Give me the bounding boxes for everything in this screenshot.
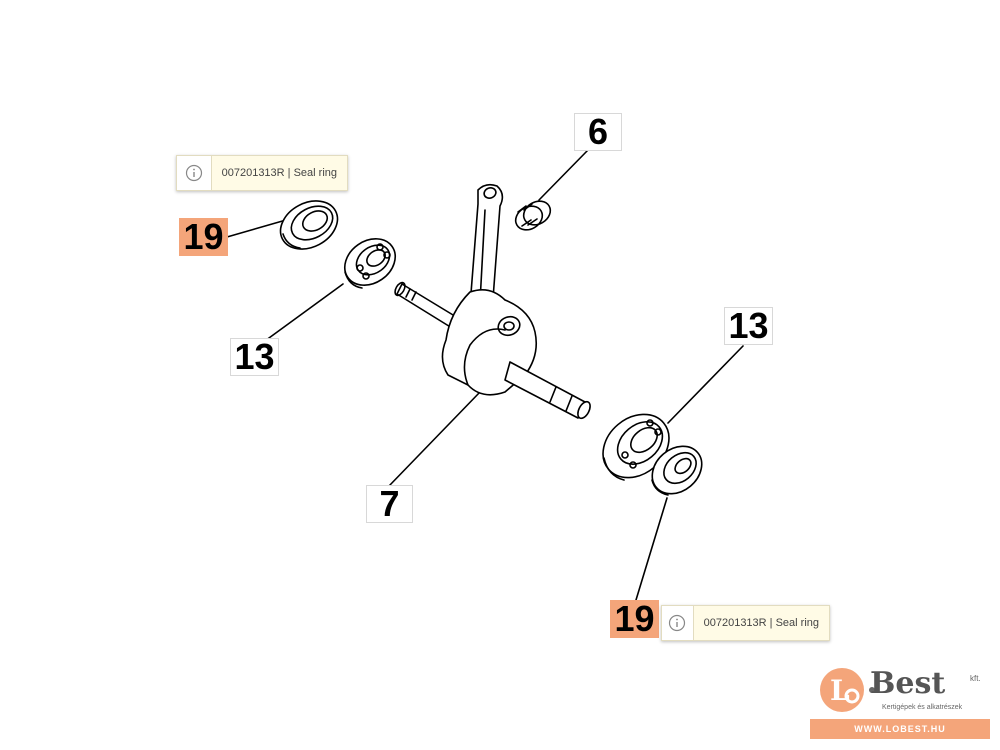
callout-6[interactable]: 6 (574, 113, 622, 151)
logo-kft: kft. (970, 674, 981, 683)
part-tooltip-bottom: 007201313R | Seal ring (661, 605, 830, 641)
part-tooltip-top: 007201313R | Seal ring (176, 155, 348, 191)
callout-19-top[interactable]: 19 (179, 218, 228, 256)
lo-best-logo[interactable]: L Best kft. Kertigépek és alkatrészek WW… (810, 662, 990, 742)
logo-url[interactable]: WWW.LOBEST.HU (810, 719, 990, 739)
crankshaft[interactable] (393, 183, 593, 421)
logo-name: Best (870, 666, 946, 701)
svg-text:L: L (830, 674, 850, 707)
info-icon (662, 606, 694, 640)
seal-ring-top[interactable] (272, 191, 346, 258)
bearing-left[interactable] (336, 229, 404, 294)
info-icon (177, 156, 212, 190)
callout-13-right[interactable]: 13 (724, 307, 773, 345)
tooltip-text: 007201313R | Seal ring (221, 167, 337, 179)
callout-7[interactable]: 7 (366, 485, 413, 523)
tooltip-text: 007201313R | Seal ring (703, 617, 819, 629)
callout-19-bottom[interactable]: 19 (610, 600, 659, 638)
leader-lines (226, 149, 744, 601)
lo-logo-mark: L (820, 668, 875, 712)
callout-13-left[interactable]: 13 (230, 338, 279, 376)
needle-bearing[interactable] (511, 196, 554, 234)
seal-ring-bottom[interactable] (643, 437, 711, 504)
logo-tagline: Kertigépek és alkatrészek (882, 704, 963, 711)
